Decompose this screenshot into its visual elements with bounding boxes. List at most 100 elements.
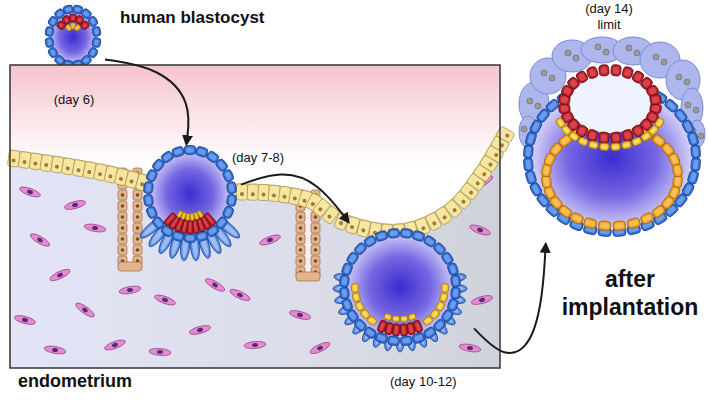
blastocoel-cavity [148, 150, 232, 238]
trophoblast-cell-core [229, 196, 235, 205]
nucleus [535, 103, 541, 109]
amniotic-cavity [569, 75, 651, 133]
hypoblast-cell [383, 313, 392, 321]
hypoblast-cell-core [354, 294, 358, 300]
trophoblast-cell-core [684, 121, 693, 132]
epithelium-surface [10, 128, 500, 224]
trophoblast-cell-core [94, 39, 99, 46]
epiblast-cell-core [394, 326, 398, 334]
epiblast-cell-core [613, 134, 620, 142]
stromal-cell [29, 231, 52, 248]
trophoblast-cell-core [689, 134, 697, 145]
embryo-figure: (day 14)limit [515, 35, 707, 240]
trophoblast-cell [341, 298, 353, 312]
trophoblast-cell-core [56, 10, 63, 17]
endometrial-stroma [10, 128, 500, 368]
gland-cell [296, 234, 305, 244]
epithelial-nucleus [327, 214, 333, 220]
hypoblast-cell-core [432, 311, 438, 317]
epithelial-cell [247, 184, 258, 200]
gland-nucleus [121, 226, 125, 230]
hypoblast-cell-core [357, 303, 362, 309]
yolk-sac-cell-core [663, 198, 672, 208]
hypoblast-cell-core [634, 139, 640, 144]
gland-nucleus [314, 215, 318, 219]
epiblast-cell-core [588, 68, 596, 77]
trophoblast-cell-core [148, 208, 156, 217]
hypoblast-cell [588, 140, 599, 149]
stromal-cell [258, 233, 281, 247]
hypoblast-cell-core [571, 134, 577, 140]
hypoblast-cell-core [410, 315, 414, 318]
nucleus [521, 126, 527, 132]
gland-nucleus [314, 237, 318, 241]
yolk-sac-cell [672, 164, 683, 178]
art-group [138, 146, 243, 262]
stromal-cell [63, 199, 86, 211]
trophoblast-cell-core [154, 161, 163, 170]
trophoblast-cell-core [197, 233, 206, 240]
yolk-sac-cell-core [560, 136, 570, 145]
tissue-label: endometrium [18, 371, 132, 393]
trophoblast-cell-core [684, 184, 693, 195]
stromal-cell [188, 324, 211, 336]
stromal-nucleus [22, 317, 29, 322]
trophoblast-cell [145, 205, 158, 219]
epithelial-nucleus [22, 160, 26, 164]
day-label: (day 10-12) [390, 374, 456, 390]
blastocyst-figure: human blastocyst(day 6) [45, 5, 101, 69]
hypoblast-cell-core [425, 318, 431, 324]
gland-nucleus [121, 204, 125, 208]
epiblast-cell-core [634, 126, 643, 135]
epiblast-cell [649, 94, 662, 106]
stromal-cell [229, 287, 252, 303]
trophoblast-cell-core [163, 153, 172, 162]
epiblast-cell [599, 64, 610, 76]
hypoblast-cell [392, 315, 400, 322]
epiblast-cell-core [166, 215, 175, 224]
day-label: (day 14) [585, 1, 633, 17]
trophoblast-cell-core [197, 148, 206, 155]
hypoblast-cell-core [623, 143, 629, 147]
gland-nucleus [121, 215, 125, 219]
epiblast-cell-core [601, 67, 608, 75]
trophoblast-cell-core [531, 121, 540, 132]
trophoblast-cell [339, 287, 349, 300]
yolk-sac-cell-core [674, 177, 680, 186]
yolk-sac-cell-core [600, 223, 609, 229]
nucleus [653, 54, 659, 60]
stromal-cell [244, 341, 267, 350]
epithelial-nucleus [118, 176, 123, 181]
trophoblast-cell-core [531, 184, 540, 195]
epithelial-nucleus [310, 201, 315, 206]
stromal-nucleus [81, 307, 88, 314]
hypoblast-cell-core [558, 119, 564, 125]
stromal-nucleus [157, 350, 163, 355]
gland-nucleus [299, 215, 303, 219]
trophoblast-cell [523, 145, 533, 159]
hypoblast-cell [441, 283, 448, 292]
trophoblast-cell-core [217, 218, 226, 227]
hypoblast-cell [611, 143, 621, 151]
yolk-sac-cell-core [551, 198, 560, 208]
yolk-sac-cell-core [670, 187, 678, 197]
trophoblast-cell-core [453, 289, 459, 298]
trophoblast-cell-core [56, 57, 63, 64]
gland-cell [118, 262, 142, 271]
yolk-sac-cell [627, 217, 641, 229]
trophoblast-cell [691, 157, 701, 171]
epiblast-cell-core [648, 87, 657, 96]
hypoblast-cell-core [563, 127, 569, 133]
trophoblast-cell-core [453, 277, 459, 286]
hypoblast-cell [351, 283, 358, 292]
trophoblast-cell-core [341, 277, 347, 286]
epiblast-cell-core [569, 79, 578, 88]
trophoblast-cell-core [402, 230, 411, 236]
trophoblast-cell-core [377, 334, 386, 341]
epithelial-cell [258, 184, 270, 201]
yolk-sac-cell-core [585, 220, 595, 227]
nucleus [684, 79, 690, 85]
yolk-sac-cell-core [572, 214, 582, 222]
epiblast-cell-core [560, 105, 568, 112]
trophoblast-cell-core [348, 311, 357, 320]
